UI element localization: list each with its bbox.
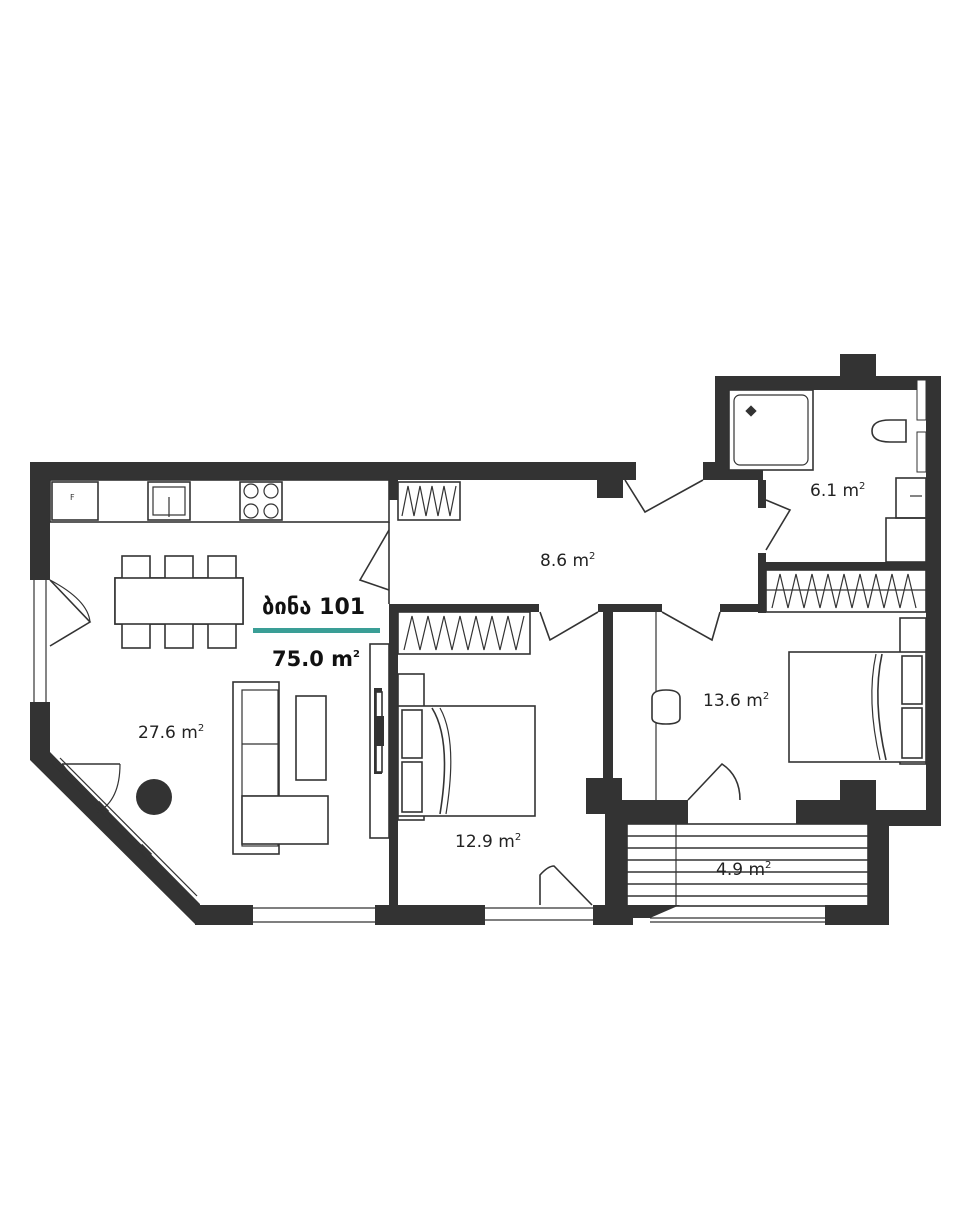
apartment-label: ბინა 101: [262, 595, 365, 620]
plant-icon: [136, 779, 172, 815]
windows: [33, 379, 927, 923]
coffee-table: [295, 695, 327, 781]
tv-unit: [369, 643, 390, 839]
bathroom-fixtures: [728, 389, 927, 563]
dining-table: [114, 555, 244, 649]
svg-text:F: F: [70, 493, 75, 502]
sofa: [232, 681, 329, 855]
wardrobes: [397, 481, 927, 655]
title-accent-line: [253, 628, 380, 633]
area-balcony: 4.9 m2: [716, 860, 771, 880]
balcony-railing: [626, 823, 869, 907]
bed-2: [651, 612, 927, 800]
area-bedroom-2: 13.6 m2: [703, 691, 769, 711]
bed-1: [397, 673, 536, 821]
hallway-outline: [358, 479, 792, 642]
total-area: 75.0 m2: [272, 647, 360, 671]
kitchen: F: [49, 479, 390, 523]
apartment-title-block: ბინა 101 75.0 m2: [253, 595, 380, 671]
area-bedroom-1: 12.9 m2: [455, 832, 521, 852]
area-hallway: 8.6 m2: [540, 551, 595, 571]
walls: [30, 354, 941, 925]
area-bathroom: 6.1 m2: [810, 481, 865, 501]
area-living-kitchen: 27.6 m2: [138, 723, 204, 743]
doors: [49, 579, 741, 906]
